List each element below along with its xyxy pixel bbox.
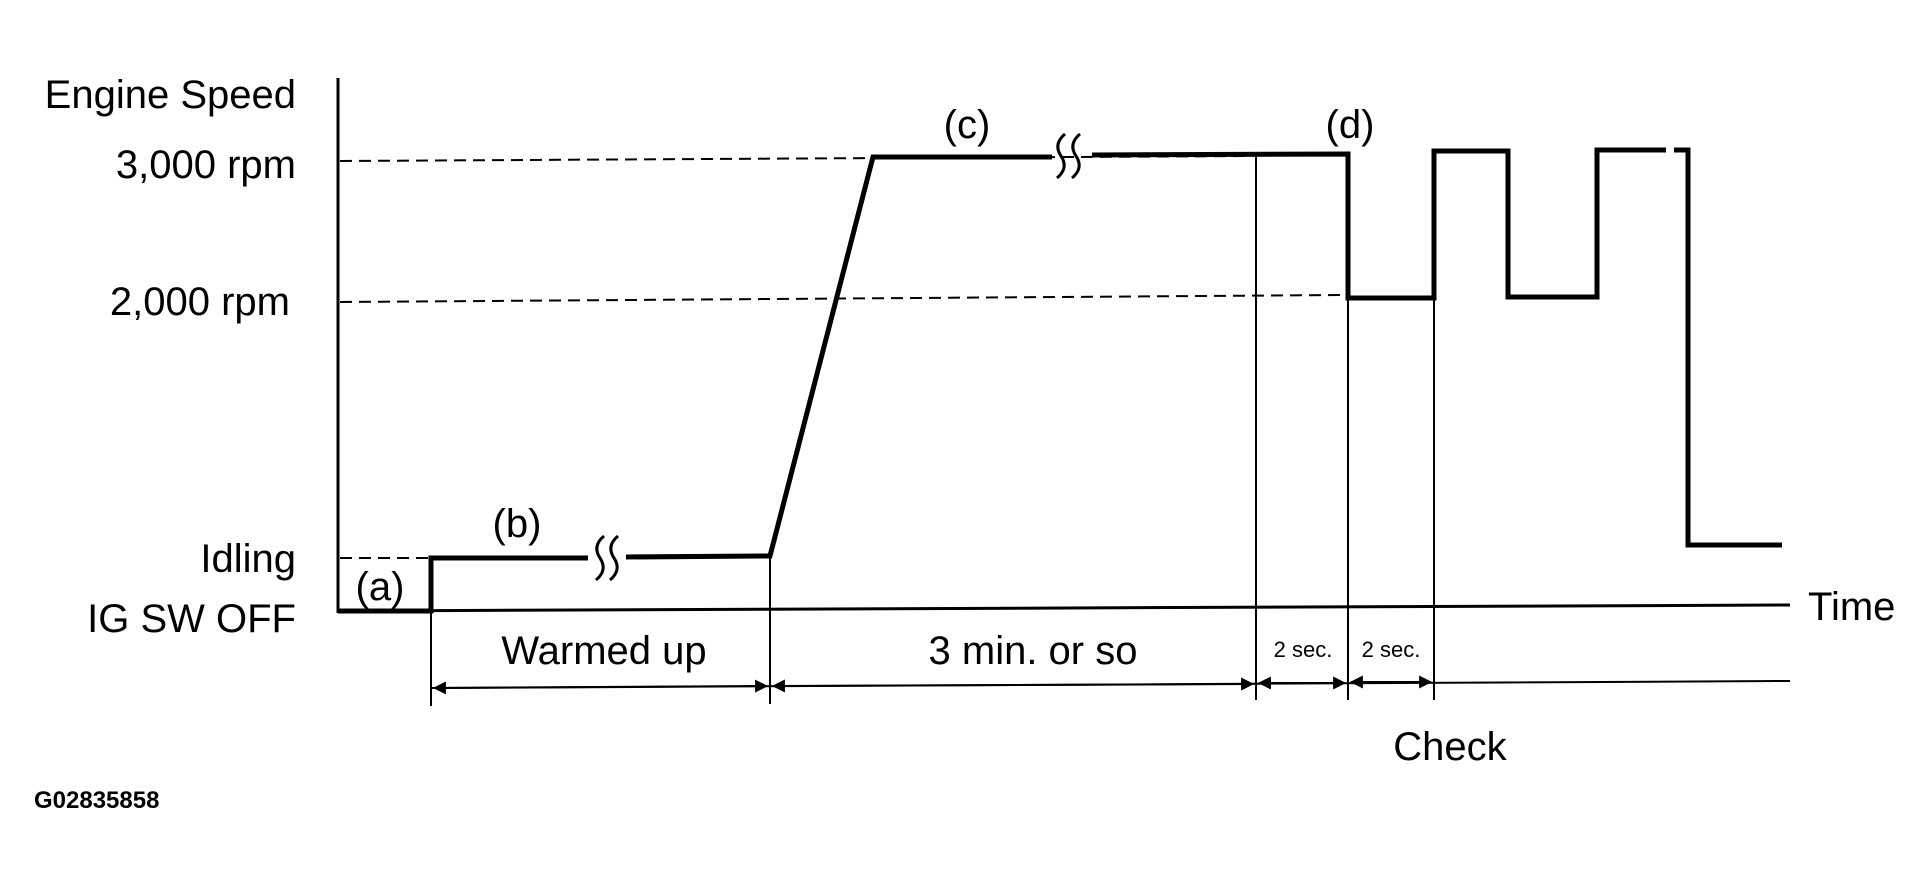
duration-hold2-label: 2 sec. (1362, 637, 1421, 662)
duration-run-label: 3 min. or so (929, 629, 1138, 673)
break-symbol-b (594, 534, 620, 582)
stage-a-label: (a) (356, 565, 405, 609)
x-axis-title: Time (1808, 585, 1895, 629)
stage-d-label: (d) (1326, 103, 1375, 147)
stage-b-label: (b) (493, 502, 542, 546)
duration-arrow-run (771, 677, 1255, 693)
break-symbol-c (1055, 132, 1082, 180)
figure-code: G02835858 (34, 787, 159, 814)
duration-arrow-warm (432, 679, 769, 695)
ref-line-2000 (339, 294, 1346, 303)
x-axis-line (337, 603, 1791, 613)
duration-warm-label: Warmed up (501, 629, 706, 673)
level-ig-off-label: IG SW OFF (87, 597, 296, 641)
duration-hold1-label: 2 sec. (1274, 637, 1333, 662)
level-3000-label: 3,000 rpm (116, 143, 296, 187)
stage-c-label: (c) (944, 103, 991, 147)
check-label: Check (1393, 725, 1507, 769)
level-idling-label: Idling (200, 537, 296, 581)
level-2000-label: 2,000 rpm (110, 280, 290, 324)
engine-speed-trace-part2 (1685, 147, 1782, 548)
y-axis-title: Engine Speed (45, 73, 296, 117)
